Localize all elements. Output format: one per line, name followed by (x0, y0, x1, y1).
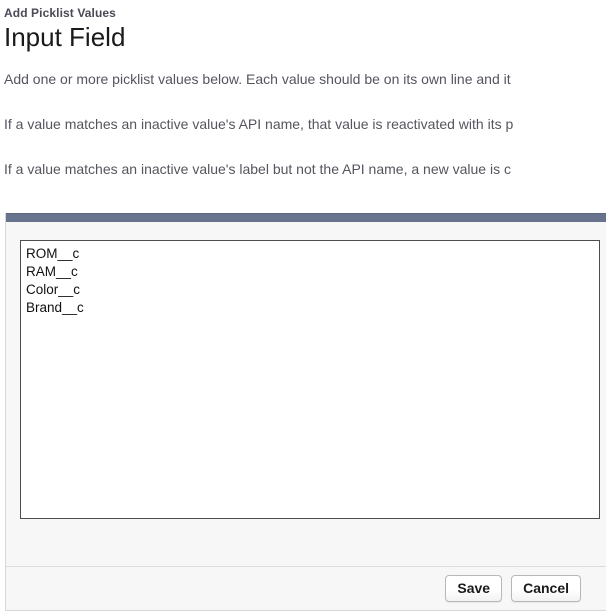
panel-body (6, 222, 606, 552)
page-header: Add Picklist Values Input Field (0, 0, 606, 53)
panel-footer: Save Cancel (6, 566, 606, 610)
page-title: Input Field (4, 22, 126, 52)
save-button[interactable]: Save (445, 575, 503, 602)
picklist-values-panel: Save Cancel (5, 213, 606, 611)
instructions-block: Add one or more picklist values below. E… (0, 53, 606, 178)
instruction-line-1: Add one or more picklist values below. E… (4, 71, 511, 87)
instruction-line-2: If a value matches an inactive value's A… (4, 116, 514, 132)
breadcrumb-eyebrow: Add Picklist Values (4, 6, 116, 20)
cancel-button[interactable]: Cancel (511, 575, 581, 602)
picklist-values-input[interactable] (20, 240, 600, 519)
panel-accent-bar (6, 213, 606, 222)
instruction-line-3: If a value matches an inactive value's l… (4, 161, 511, 177)
